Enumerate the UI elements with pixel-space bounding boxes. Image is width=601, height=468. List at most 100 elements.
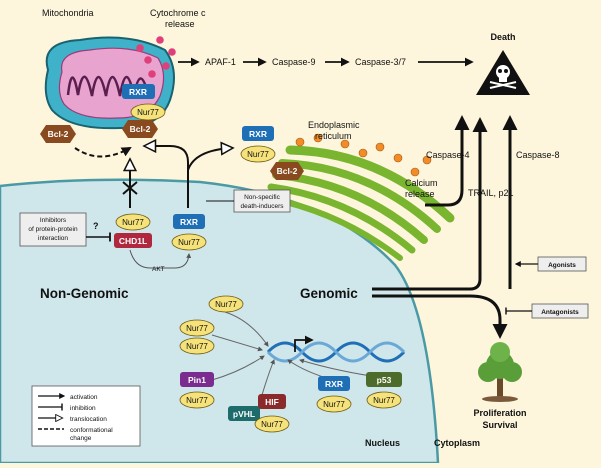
legend-inhibition: inhibition <box>70 405 96 412</box>
nur77-er-label: Nur77 <box>247 150 269 159</box>
nur77-hif <box>254 415 290 433</box>
nur77-nuc-top <box>208 295 244 313</box>
tree-icon <box>478 342 522 402</box>
bcl2-mito <box>122 120 158 138</box>
bcl2-mito-label: Bcl-2 <box>130 124 151 134</box>
genomic-to-death <box>372 117 488 291</box>
cytochrome-c-molecules <box>136 36 176 78</box>
chd1l-label: CHD1L <box>119 236 147 246</box>
calcium-ion <box>358 148 368 158</box>
rxr-nuc <box>173 214 205 229</box>
death-label: Death <box>490 32 515 42</box>
legend-activation: activation <box>70 394 98 401</box>
nur77-chd1l-label: Nur77 <box>122 218 144 227</box>
nur77-rxr-dna <box>316 395 352 413</box>
caspase37-label: Caspase-3/7 <box>355 57 406 67</box>
calcium-ion <box>393 153 403 163</box>
nur77-chd1l <box>115 213 151 231</box>
calcium-ion <box>422 155 432 165</box>
bcl2-mito-free <box>40 125 76 143</box>
calcium-ion <box>313 133 323 143</box>
conformational-change-arrow <box>74 147 132 158</box>
translocation-to-er <box>187 148 232 171</box>
genomic-to-proliferation <box>372 294 508 339</box>
er-label-2: reticulum <box>315 131 352 141</box>
bcl2-er <box>270 162 304 180</box>
cytoplasm-label: Cytoplasm <box>434 438 480 448</box>
pvhl-label: pVHL <box>233 409 255 419</box>
apaf1-label: APAF-1 <box>205 57 236 67</box>
p53-label: p53 <box>377 375 392 385</box>
cytochrome-c <box>162 62 170 70</box>
inhibitors-label-1: Inhibitors <box>40 217 67 224</box>
cytochrome-c <box>148 70 156 78</box>
survival-label: Survival <box>482 420 517 430</box>
inhibitors-box <box>19 212 87 247</box>
cytochrome-c <box>144 56 152 64</box>
death-symbol <box>476 50 530 95</box>
caspase8-label: Caspase-8 <box>516 150 560 160</box>
cytochrome-label-1: Cytochrome c <box>150 8 206 18</box>
p53 <box>366 372 402 387</box>
rxr-dna-label: RXR <box>325 379 343 389</box>
legend-conformational-1: conformational <box>70 427 113 434</box>
non-genomic-label: Non-Genomic <box>40 286 129 301</box>
nur77-mito-label: Nur77 <box>137 108 159 117</box>
nur77-nuc-top-label: Nur77 <box>215 300 237 309</box>
inhibitors-label-3: interaction <box>38 235 68 242</box>
block-x <box>122 181 138 195</box>
akt-arrow <box>129 249 192 269</box>
transcription-arrow <box>294 335 314 352</box>
pin1 <box>180 372 214 387</box>
pin1-label: Pin1 <box>188 375 206 385</box>
rxr-er-label: RXR <box>249 129 267 139</box>
er-to-caspase4 <box>425 115 470 207</box>
cytochrome-c <box>136 44 144 52</box>
calcium-ion <box>340 139 350 149</box>
cytochrome-label-2: release <box>165 19 195 29</box>
antagonists-label: Antagonists <box>541 309 579 316</box>
bcl2-er-label: Bcl-2 <box>277 166 298 176</box>
er-label-1: Endoplasmic <box>308 120 360 130</box>
legend: activation inhibition translocation conf… <box>31 385 141 447</box>
rxr-er <box>242 126 274 141</box>
rxr-mito-label: RXR <box>129 87 147 97</box>
nur77-dimer-2 <box>179 337 215 355</box>
calcium-ion <box>375 142 385 152</box>
nur77-rxr <box>171 233 207 251</box>
nucleus-label: Nucleus <box>365 438 400 448</box>
nur77-pin1 <box>179 391 215 409</box>
agonists-label: Agonists <box>548 262 576 269</box>
nur77-dimer-2-label: Nur77 <box>186 342 208 351</box>
legend-conformational-2: change <box>70 435 92 442</box>
translocation-to-mito <box>145 146 189 208</box>
nur77-dimer-1 <box>179 319 215 337</box>
calcium-ions <box>295 133 432 177</box>
dna-helix <box>266 341 406 363</box>
calcium-label-1: Calcium <box>405 178 438 188</box>
genomic-label: Genomic <box>300 286 358 301</box>
nonspecific-label-1: Non-specific <box>244 194 281 201</box>
nur77-pin1-label: Nur77 <box>186 396 208 405</box>
calcium-ion <box>410 167 420 177</box>
nur77-p53 <box>366 391 402 409</box>
nur77-hif-label: Nur77 <box>261 420 283 429</box>
calcium-ion <box>295 137 305 147</box>
cytochrome-c <box>156 36 164 44</box>
nur77-rxr-label: Nur77 <box>178 238 200 247</box>
proliferation-label: Proliferation <box>473 408 526 418</box>
question-mark: ? <box>93 221 99 231</box>
bcl2-free-label: Bcl-2 <box>48 129 69 139</box>
hif-label: HIF <box>265 397 279 407</box>
nur77-er <box>240 145 276 163</box>
legend-translocation: translocation <box>70 416 107 423</box>
rxr-mito <box>122 84 155 99</box>
caspase9-label: Caspase-9 <box>272 57 316 67</box>
hif <box>258 394 286 409</box>
rxr-nuc-label: RXR <box>180 217 198 227</box>
nonspecific-label-2: death-inducers <box>241 203 285 210</box>
pvhl <box>228 406 260 421</box>
cytochrome-c <box>168 48 176 56</box>
inhibitors-label-2: of protein-protein <box>28 226 78 233</box>
